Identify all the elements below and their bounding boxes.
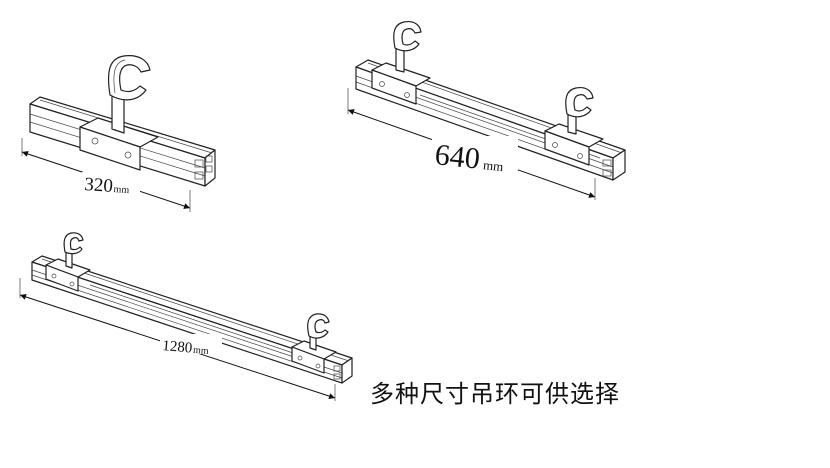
- caption-text: 多种尺寸吊环可供选择: [370, 380, 620, 408]
- hook-icon: [107, 55, 151, 101]
- length-label-640: 640: [433, 138, 481, 176]
- unit-label-1280: mm: [193, 345, 210, 357]
- length-label-320: 320: [84, 174, 114, 197]
- rail-1280mm: 1280mm: [19, 232, 353, 401]
- svg-text:1280mm: 1280mm: [162, 338, 210, 358]
- svg-text:320mm: 320mm: [84, 174, 131, 198]
- length-label-1280: 1280: [162, 338, 193, 357]
- svg-text:640mm: 640mm: [433, 138, 505, 178]
- rail-640mm: 640mm: [347, 20, 626, 200]
- hook-icon: [307, 313, 330, 339]
- hook-icon: [63, 232, 84, 255]
- hook-icon: [393, 20, 422, 52]
- hook-icon: [565, 86, 594, 118]
- rail-320mm: 320mm: [21, 55, 216, 212]
- unit-label-320: mm: [113, 184, 130, 196]
- unit-label-640: mm: [482, 157, 504, 174]
